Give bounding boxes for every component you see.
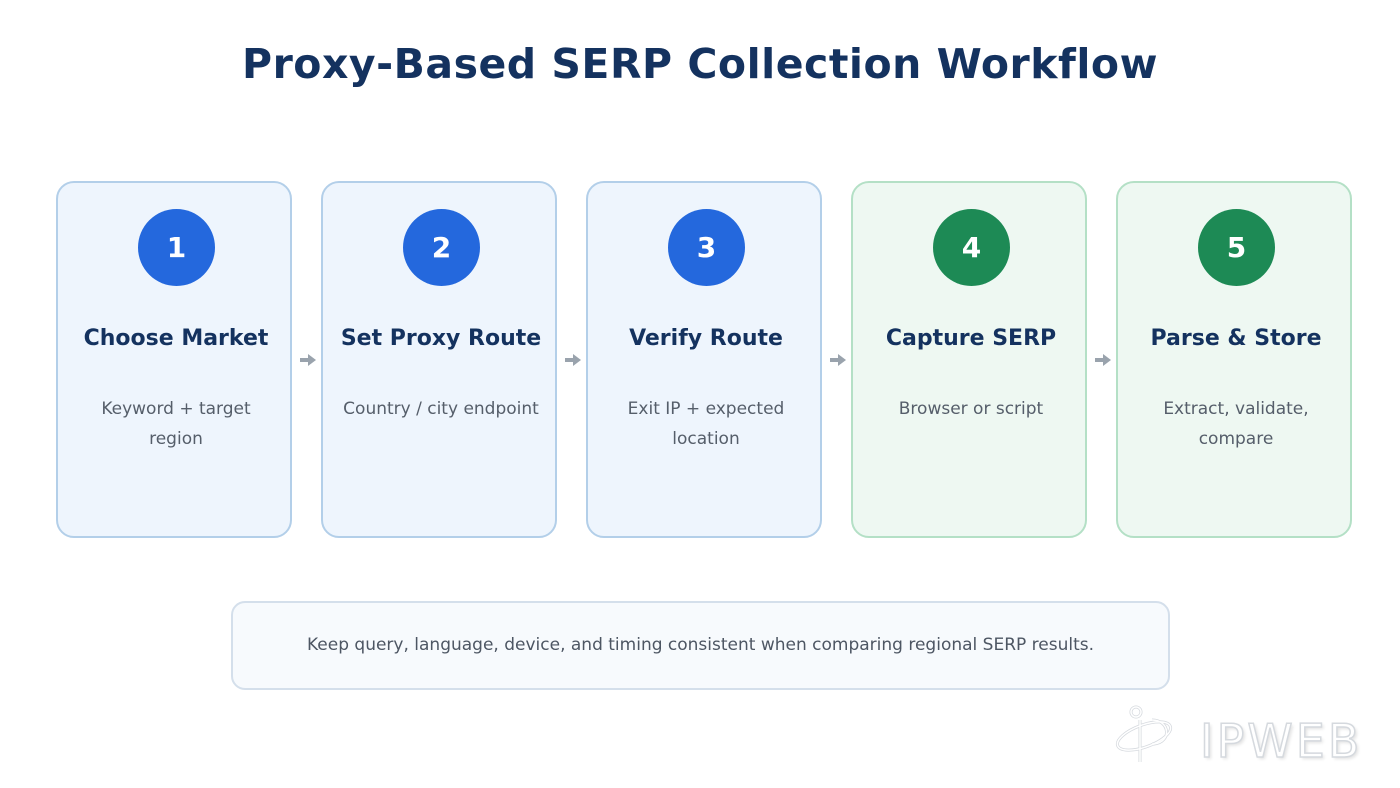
step-description: Exit IP + expected location xyxy=(627,399,785,449)
step-title: Set Proxy Route xyxy=(340,326,542,351)
note-text: Keep query, language, device, and timing… xyxy=(306,635,1095,655)
step-title: Verify Route xyxy=(629,326,783,351)
watermark: IPWEB xyxy=(1110,700,1390,780)
step-card-1: 1 Choose Market Keyword + target region xyxy=(56,181,292,538)
step-card-5: 5 Parse & Store Extract, validate, compa… xyxy=(1116,181,1352,538)
step-number-badge: 2 xyxy=(403,209,480,286)
ipweb-logo-icon xyxy=(1115,705,1173,762)
note-box: Keep query, language, device, and timing… xyxy=(231,601,1170,690)
step-title: Capture SERP xyxy=(885,326,1057,351)
step-number-badge: 1 xyxy=(138,209,215,286)
step-card-3: 3 Verify Route Exit IP + expected locati… xyxy=(586,181,822,538)
step-title: Choose Market xyxy=(83,326,269,351)
step-number-badge: 4 xyxy=(933,209,1010,286)
step-description: Browser or script xyxy=(898,399,1044,419)
step-description: Country / city endpoint xyxy=(343,399,539,419)
arrow-right-icon xyxy=(830,354,846,366)
arrow-right-icon xyxy=(565,354,581,366)
step-card-4: 4 Capture SERP Browser or script xyxy=(851,181,1087,538)
page-title: Proxy-Based SERP Collection Workflow xyxy=(242,40,1158,88)
watermark-text: IPWEB xyxy=(1199,713,1363,769)
step-description: Extract, validate, compare xyxy=(1163,399,1309,449)
step-title: Parse & Store xyxy=(1150,326,1322,351)
step-number-badge: 5 xyxy=(1198,209,1275,286)
step-number-badge: 3 xyxy=(668,209,745,286)
arrow-right-icon xyxy=(1095,354,1111,366)
step-description: Keyword + target region xyxy=(101,399,251,449)
arrow-right-icon xyxy=(300,354,316,366)
step-card-2: 2 Set Proxy Route Country / city endpoin… xyxy=(321,181,557,538)
